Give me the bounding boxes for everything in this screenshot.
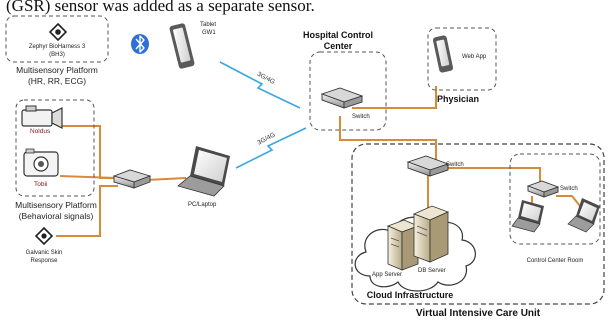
gsr-label-1: Galvanic Skin [26,250,63,256]
platform-behavioral-label-2: (Behavioral signals) [19,211,94,221]
zephyr-platform-box [5,15,109,63]
db-server-label: DB Server [418,268,446,274]
hospital-title-1: Hospital Control [303,30,373,40]
vicu-switch-label: Switch [446,162,464,168]
platform-behavioral-label-1: Multisensory Platform [15,200,97,210]
gsr-label-2: Response [30,258,58,264]
wire-tobii-switch [59,175,117,179]
app-server-label: App Server [372,272,402,278]
wired-links [56,86,581,237]
platform-hr-label-1: Multisensory Platform [16,65,98,75]
wireless-links [219,61,307,169]
hospital-title-2: Center [324,41,353,51]
app-server-icon [386,219,420,271]
wire-vicu-controlroom [448,167,541,186]
tablet-icon [169,23,195,69]
zephyr-label-2: (BH3) [49,52,65,58]
tobii-label: Tobii [34,181,47,188]
wire-cr-laptop-2 [556,195,581,207]
control-room-laptop-icon-1 [511,200,544,233]
control-room-laptop-icon-2 [567,198,600,233]
phone-icon [432,35,454,73]
physician-title: Physician [437,94,479,104]
zephyr-sensor-icon [48,22,68,42]
wireless-laptop-hospital [235,127,307,169]
noldus-label: Noldus [30,128,51,135]
eye-tracker-icon [23,148,59,177]
hospital-switch-icon [320,87,364,109]
radio-label-2: 3G/4G [256,131,276,146]
tablet-label-1: Tablet [200,22,216,28]
control-room-switch-icon [526,180,560,198]
wire-noldus-switch [60,125,116,179]
wireless-tablet-hospital [219,61,301,109]
physician-box [427,27,497,91]
radio-label-1: 3G/4G [256,71,276,86]
laptop-icon [177,146,230,197]
control-room-box [509,153,601,245]
caption-text: (GSR) sensor was added as a separate sen… [6,0,315,15]
web-app-label: Web App [462,54,487,60]
behavioral-platform-box [15,99,95,197]
control-room-title: Control Center Room [527,258,584,264]
vicu-switch-icon [406,155,450,177]
vicu-box [351,143,605,305]
gsr-sensor-icon [34,226,54,246]
vicu-title: Virtual Intensive Care Unit [416,308,541,319]
bluetooth-icon [131,34,149,54]
wire-switch-laptop [145,177,187,181]
hospital-box [309,51,387,131]
wire-gsr-switch [56,185,118,237]
camera-icon [21,105,63,129]
control-room-switch-label: Switch [560,186,578,192]
tablet-label-2: GW1 [202,30,216,36]
db-server-icon [412,205,450,263]
wire-hospital-vicu [339,116,437,160]
laptop-label: PC/Laptop [188,202,217,208]
platform-hr-label-2: (HR, RR, ECG) [28,76,86,86]
cloud-title: Cloud Infrastructure [367,290,454,300]
wire-hospital-physician [352,86,437,109]
hospital-switch-label: Switch [352,114,370,120]
behavioral-switch-icon [112,169,152,189]
zephyr-label-1: Zephyr BioHarness 3 [29,44,86,50]
